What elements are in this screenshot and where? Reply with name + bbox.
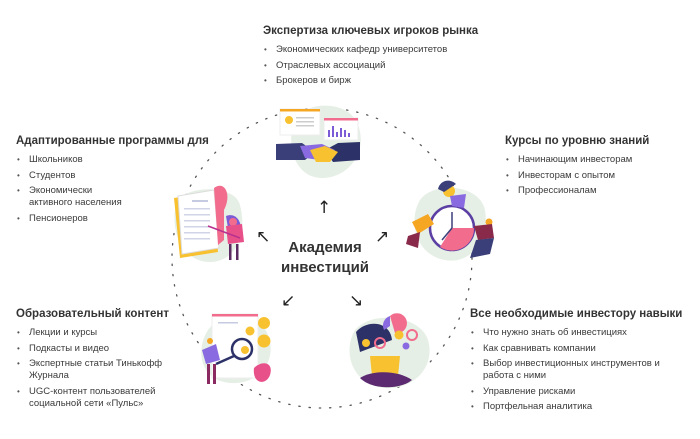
item-list: Что нужно знать об инвестициях Как сравн… <box>470 327 685 413</box>
list-item: Как сравнивать компании <box>470 343 685 355</box>
section-expertise: Экспертиза ключевых игроков рынка Эконом… <box>263 25 478 91</box>
list-item: Профессионалам <box>505 185 649 197</box>
center-title: Академия инвестиций <box>265 238 385 278</box>
section-courses: Курсы по уровню знаний Начинающим инвест… <box>505 135 649 201</box>
section-title: Адаптированные программы для <box>16 135 209 147</box>
clock-illustration <box>406 180 494 261</box>
section-skills: Все необходимые инвестору навыки Что нуж… <box>470 308 685 417</box>
dotted-cycle-path <box>171 107 473 409</box>
section-title: Экспертиза ключевых игроков рынка <box>263 25 479 37</box>
item-list: Экономических кафедр университетов Отрас… <box>263 44 478 87</box>
item-list: Школьников Студентов Экономически активн… <box>16 154 156 225</box>
list-item: Экспертные статьи Тинькофф Журнала <box>16 358 179 382</box>
list-item: Школьников <box>16 154 156 166</box>
list-item: Экономических кафедр университетов <box>263 44 478 56</box>
section-adapted: Адаптированные программы для Школьников … <box>16 135 209 228</box>
center-title-line1: Академия <box>288 239 362 256</box>
list-item: Портфельная аналитика <box>470 401 685 413</box>
item-list: Лекции и курсы Подкасты и видео Экспертн… <box>16 327 186 410</box>
list-item: Экономически активного населения <box>16 185 129 209</box>
center-title-line2: инвестиций <box>280 259 370 276</box>
list-item: Инвесторам с опытом <box>505 170 649 182</box>
arrow-up-right-icon: ↗ <box>375 227 390 247</box>
magnifier-coins-illustration <box>201 313 271 384</box>
arrow-up-left-icon: ↖ <box>256 227 271 247</box>
list-item: Что нужно знать об инвестициях <box>470 327 685 339</box>
section-content: Образовательный контент Лекции и курсы П… <box>16 308 186 413</box>
list-item: Отраслевых ассоциаций <box>263 60 478 72</box>
section-title: Курсы по уровню знаний <box>505 135 650 147</box>
list-item: Студентов <box>16 170 156 182</box>
list-item: Подкасты и видео <box>16 343 186 355</box>
list-item: Выбор инвестиционных инструментов и рабо… <box>470 358 663 382</box>
item-list: Начинающим инвесторам Инвесторам с опыто… <box>505 154 649 197</box>
arrow-up-icon: ↑ <box>317 198 332 218</box>
meditation-juggling-illustration <box>349 313 430 389</box>
arrow-down-left-icon: ↙ <box>281 291 296 311</box>
list-item: Пенсионеров <box>16 213 156 225</box>
section-title: Образовательный контент <box>16 308 169 320</box>
document-illustration <box>174 185 244 262</box>
list-item: UGC-контент пользователей социальной сет… <box>16 386 179 410</box>
section-title: Все необходимые инвестору навыки <box>470 308 683 320</box>
list-item: Управление рисками <box>470 386 685 398</box>
list-item: Брокеров и бирж <box>263 75 478 87</box>
arrow-down-right-icon: ↘ <box>349 291 364 311</box>
handshake-illustration <box>276 105 361 178</box>
list-item: Начинающим инвесторам <box>505 154 649 166</box>
list-item: Лекции и курсы <box>16 327 186 339</box>
